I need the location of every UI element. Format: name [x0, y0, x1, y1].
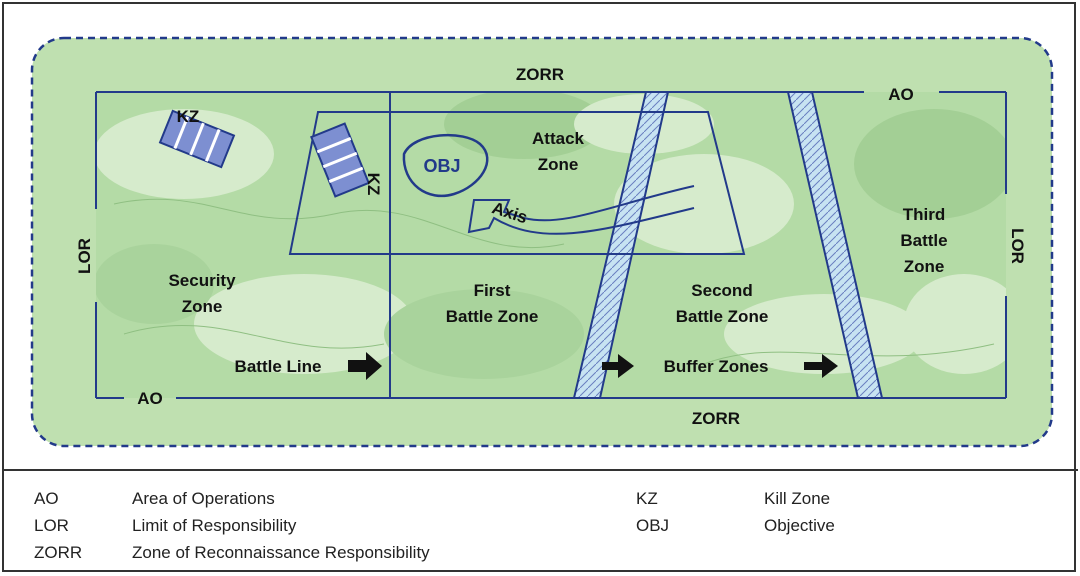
legend: AO Area of Operations LOR Limit of Respo…	[4, 469, 1078, 562]
buffer-zone-2	[786, 91, 884, 399]
second-battle-zone-label-1: Second	[691, 281, 752, 300]
buffer-zones-label: Buffer Zones	[664, 357, 769, 376]
security-zone-label-1: Security	[168, 271, 236, 290]
legend-abbr-zorr: ZORR	[34, 543, 83, 562]
legend-abbr-obj: OBJ	[636, 516, 670, 535]
ao-bottom-label: AO	[137, 389, 163, 408]
first-battle-zone-label-1: First	[474, 281, 511, 300]
attack-zone-label-1: Attack	[532, 129, 585, 148]
ao-top-label: AO	[888, 85, 914, 104]
security-zone-label-2: Zone	[182, 297, 223, 316]
legend-desc-ao: Area of Operations	[132, 489, 275, 508]
battle-line-arrow	[348, 352, 382, 380]
first-battle-zone-label-2: Battle Zone	[446, 307, 539, 326]
legend-abbr-kz: KZ	[636, 489, 658, 508]
operational-framework-diagram: ZORR ZORR AO AO LOR LOR KZ KZ OBJ Attack…	[30, 36, 1054, 448]
third-battle-zone-label-1: Third	[903, 205, 946, 224]
zorr-top-label: ZORR	[516, 65, 564, 84]
obj-label: OBJ	[423, 156, 460, 176]
legend-desc-obj: Objective	[764, 516, 835, 535]
legend-abbr-lor: LOR	[34, 516, 69, 535]
legend-desc-kz: Kill Zone	[764, 489, 831, 508]
third-battle-zone-label-3: Zone	[904, 257, 945, 276]
kz-center-label: KZ	[364, 173, 383, 196]
attack-zone-outline	[288, 111, 746, 255]
lor-right-label: LOR	[1008, 228, 1027, 264]
buffer-arrow-left	[602, 354, 634, 378]
axis-arrow	[467, 185, 695, 235]
third-battle-zone-label-2: Battle	[900, 231, 947, 250]
attack-zone-label-2: Zone	[538, 155, 579, 174]
kz-left-symbol	[158, 109, 236, 169]
battle-line-label: Battle Line	[235, 357, 322, 376]
legend-desc-lor: Limit of Responsibility	[132, 516, 297, 535]
buffer-zone-1	[572, 91, 670, 399]
legend-abbr-ao: AO	[34, 489, 59, 508]
objective-outline	[402, 133, 489, 198]
lor-left-label: LOR	[75, 238, 94, 274]
kz-left-label: KZ	[177, 107, 200, 126]
kz-center-symbol	[310, 122, 370, 198]
buffer-arrow-right	[804, 354, 838, 378]
zorr-bottom-label: ZORR	[692, 409, 740, 428]
legend-desc-zorr: Zone of Reconnaissance Responsibility	[132, 543, 430, 562]
second-battle-zone-label-2: Battle Zone	[676, 307, 769, 326]
